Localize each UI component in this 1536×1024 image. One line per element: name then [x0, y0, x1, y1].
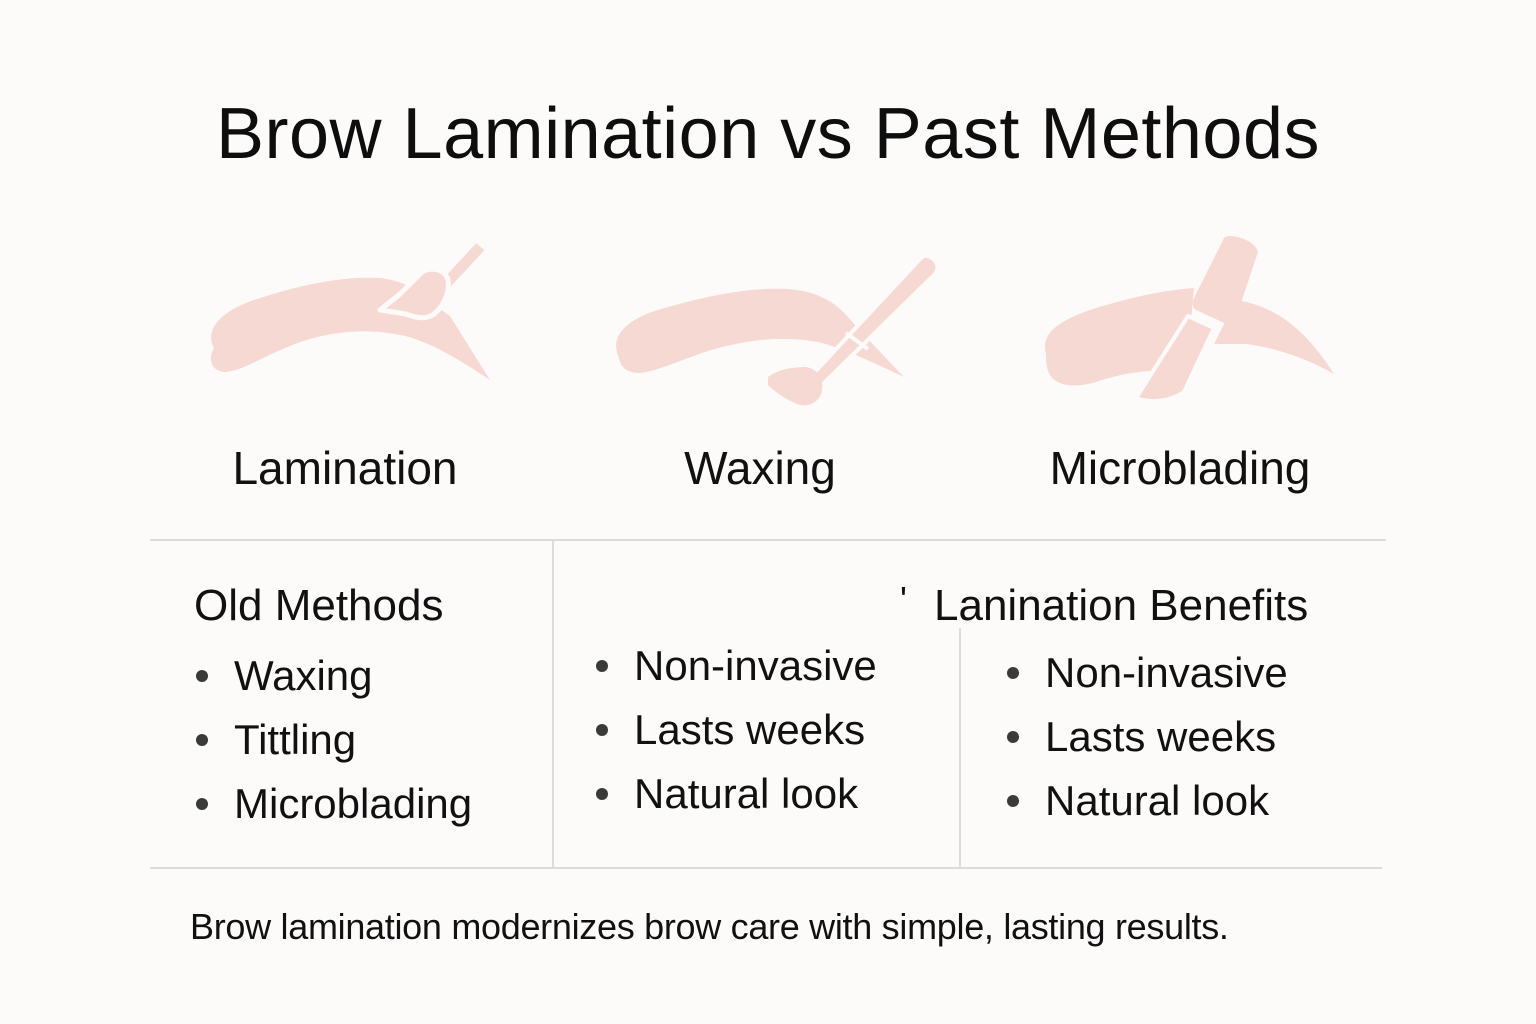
column-divider-2: [959, 628, 961, 868]
bullet-icon: [1007, 795, 1019, 807]
list-item: Tittling: [194, 708, 472, 772]
list-item: Natural look: [594, 762, 877, 826]
bullet-icon: [596, 788, 608, 800]
lamination-benefits-heading: Lanination Benefits: [934, 581, 1309, 630]
brow-with-brush-icon: [200, 230, 500, 390]
method-label-lamination: Lamination: [232, 442, 458, 494]
old-methods-heading: Old Methods: [194, 581, 444, 630]
list-item: Non-invasive: [594, 634, 877, 698]
column-divider-1: [552, 540, 554, 868]
brow-with-blade-pen-icon: [1036, 222, 1346, 407]
list-item: Lasts weeks: [1005, 705, 1288, 769]
list-item: Waxing: [194, 644, 472, 708]
list-item: Microblading: [194, 772, 472, 836]
bullet-icon: [1007, 667, 1019, 679]
bullet-icon: [1007, 731, 1019, 743]
old-methods-list: Waxing Tittling Microblading: [194, 644, 472, 836]
stray-apostrophe: ': [900, 579, 907, 620]
method-label-microblading: Microblading: [1049, 442, 1311, 494]
bullet-icon: [196, 734, 208, 746]
bullet-icon: [596, 660, 608, 672]
method-label-waxing: Waxing: [684, 442, 836, 494]
middle-benefits-list: Non-invasive Lasts weeks Natural look: [594, 634, 877, 826]
top-divider: [150, 539, 1386, 541]
list-item: Natural look: [1005, 769, 1288, 833]
list-item: Non-invasive: [1005, 641, 1288, 705]
lamination-benefits-list: Non-invasive Lasts weeks Natural look: [1005, 641, 1288, 833]
brow-with-spatula-icon: [608, 245, 948, 410]
bullet-icon: [196, 798, 208, 810]
page-title: Brow Lamination vs Past Methods: [215, 94, 1320, 174]
bullet-icon: [596, 724, 608, 736]
summary-caption: Brow lamination modernizes brow care wit…: [190, 906, 1229, 947]
list-item: Lasts weeks: [594, 698, 877, 762]
bullet-icon: [196, 670, 208, 682]
bottom-divider: [150, 867, 1382, 869]
